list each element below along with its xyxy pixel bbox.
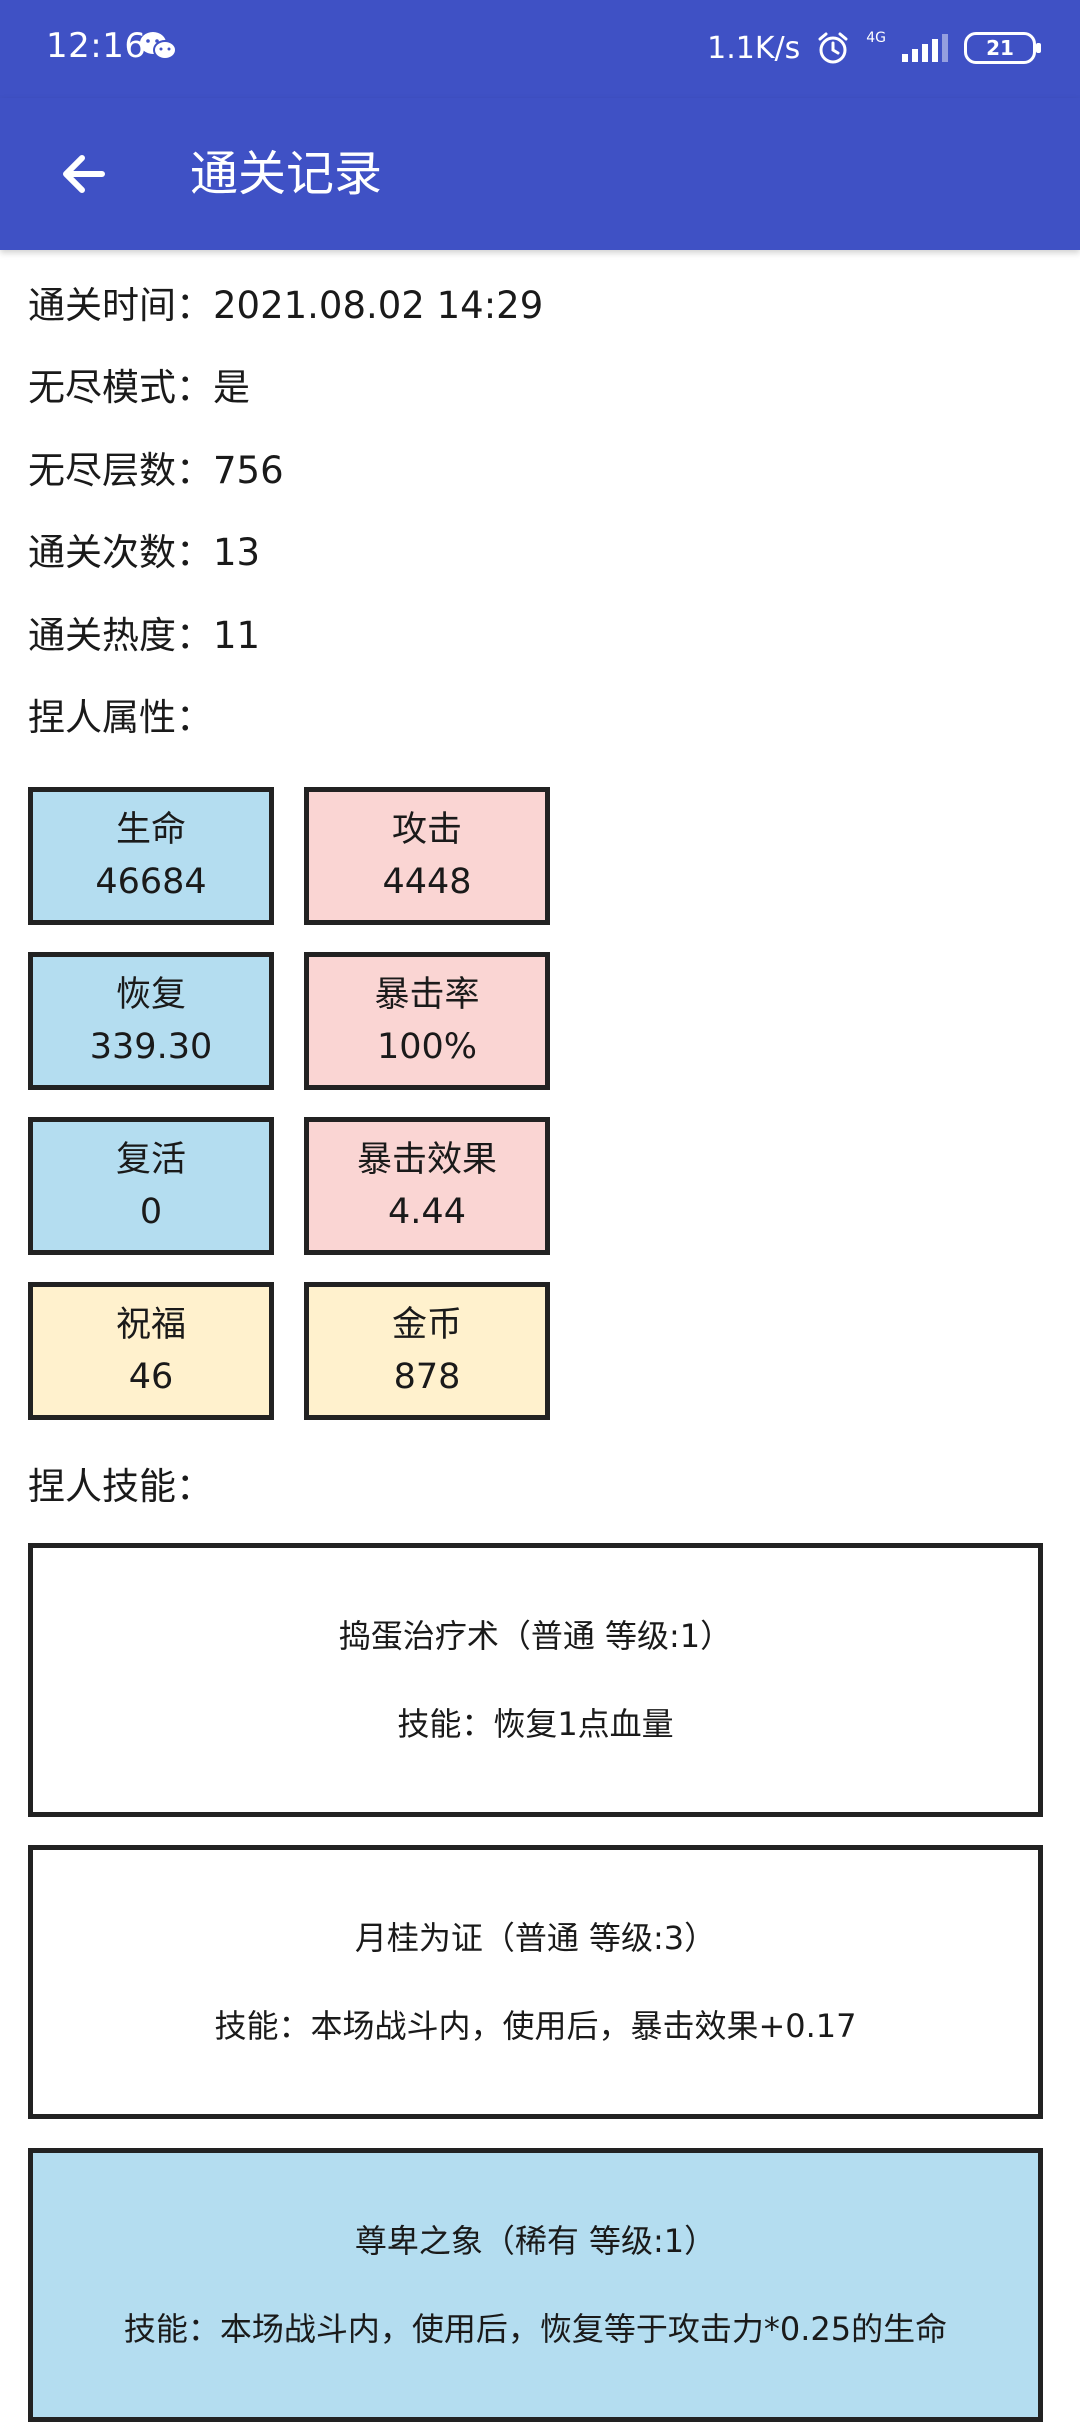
stat-value: 339.30 (89, 1027, 213, 1067)
page-title: 通关记录 (190, 146, 383, 202)
stat-value: 4.44 (388, 1192, 466, 1232)
stat-value: 0 (139, 1192, 163, 1232)
stat-card-crit-effect: 暴击效果 4.44 (304, 1117, 550, 1255)
stat-label: 金币 (391, 1305, 462, 1345)
stat-value: 878 (393, 1357, 461, 1397)
status-right: 1.1K/s 4G 21 (707, 24, 1041, 72)
skill-card: 月桂为证（普通 等级:3） 技能：本场战斗内，使用后，暴击效果+0.17 (28, 1845, 1043, 2119)
endless-mode-text: 无尽模式：是 (28, 366, 250, 409)
stat-card-gold: 金币 878 (304, 1282, 550, 1420)
stat-label: 暴击率 (374, 975, 480, 1015)
skill-name: 尊卑之象（稀有 等级:1） (354, 2222, 717, 2260)
stat-card-attack: 攻击 4448 (304, 787, 550, 925)
skill-desc: 技能：本场战斗内，使用后，暴击效果+0.17 (214, 2007, 857, 2045)
skill-desc: 技能：本场战斗内，使用后，恢复等于攻击力*0.25的生命 (123, 2310, 948, 2348)
signal-icon (902, 34, 948, 62)
stat-label: 攻击 (391, 810, 462, 850)
net-type: 4G (866, 30, 886, 46)
net-speed: 1.1K/s (707, 30, 801, 66)
stat-label: 生命 (115, 810, 186, 850)
stat-label: 复活 (115, 1140, 186, 1180)
skill-name: 月桂为证（普通 等级:3） (354, 1919, 717, 1957)
status-time: 12:16 (46, 26, 147, 66)
stat-label: 暴击效果 (356, 1140, 497, 1180)
stat-value: 46684 (95, 862, 207, 902)
skill-card: 捣蛋治疗术（普通 等级:1） 技能：恢复1点血量 (28, 1543, 1043, 1817)
status-bar: 12:16 1.1K/s 4G 21 (0, 0, 1080, 98)
battery-level: 21 (986, 36, 1014, 60)
skill-name: 捣蛋治疗术（普通 等级:1） (338, 1617, 733, 1655)
skill-card: 尊卑之象（稀有 等级:1） 技能：本场战斗内，使用后，恢复等于攻击力*0.25的… (28, 2148, 1043, 2422)
skill-desc: 技能：恢复1点血量 (397, 1705, 674, 1743)
clear-heat-text: 通关热度：11 (28, 614, 261, 657)
back-arrow-icon[interactable] (52, 142, 116, 206)
stat-label: 恢复 (115, 975, 186, 1015)
endless-floor-text: 无尽层数：756 (28, 449, 284, 492)
stat-value: 100% (376, 1027, 478, 1067)
wechat-icon (140, 32, 177, 60)
battery-icon: 21 (964, 32, 1041, 64)
attributes-heading: 捏人属性： (28, 696, 213, 739)
clear-count-text: 通关次数：13 (28, 531, 261, 574)
stat-value: 4448 (382, 862, 472, 902)
app-bar: 通关记录 (0, 98, 1080, 250)
stat-label: 祝福 (115, 1305, 186, 1345)
stat-card-blessing: 祝福 46 (28, 1282, 274, 1420)
stat-card-life: 生命 46684 (28, 787, 274, 925)
alarm-icon (818, 32, 848, 64)
stat-card-revive: 复活 0 (28, 1117, 274, 1255)
stat-value: 46 (128, 1357, 174, 1397)
stat-card-recovery: 恢复 339.30 (28, 952, 274, 1090)
clear-time-text: 通关时间：2021.08.02 14:29 (28, 284, 544, 327)
stat-card-crit-rate: 暴击率 100% (304, 952, 550, 1090)
skills-heading: 捏人技能： (28, 1465, 213, 1508)
